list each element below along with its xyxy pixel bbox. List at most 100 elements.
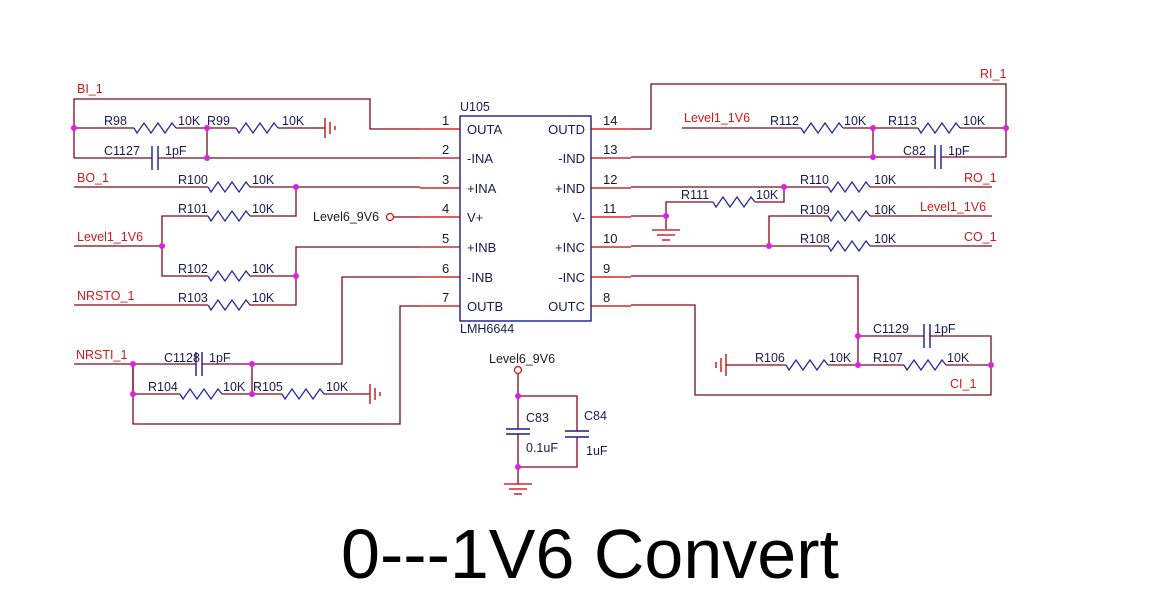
pin-number: 7: [442, 290, 449, 305]
ic-part: LMH6644: [460, 322, 514, 336]
ref-c83: C83: [526, 411, 549, 425]
ref-c84: C84: [584, 409, 607, 423]
pin-number: 4: [442, 201, 449, 216]
value-r104: 10K: [223, 380, 246, 394]
pin-name: OUTB: [467, 299, 503, 314]
pin-number: 13: [603, 142, 617, 157]
value-r110: 10K: [874, 173, 897, 187]
value-c1128: 1pF: [209, 351, 231, 365]
ref-r101: R101: [178, 202, 208, 216]
net-label-nrsto-1: NRSTO_1: [77, 289, 134, 303]
resistor-r108: [827, 239, 871, 253]
capacitor-c1127: [151, 146, 159, 170]
pin-number: 12: [603, 172, 617, 187]
value-r98: 10K: [178, 114, 201, 128]
ref-r99: R99: [207, 114, 230, 128]
value-r112: 10K: [844, 114, 867, 128]
junction-dot: [1003, 125, 1009, 131]
resistor-r101: [207, 209, 251, 223]
junction-dot: [988, 362, 994, 368]
value-r107: 10K: [947, 351, 970, 365]
power-port-icon: [385, 212, 395, 222]
resistor-r98: [133, 121, 177, 135]
amp-c-network: C1129 1pF R106 10K R107 10K CI_1: [631, 275, 994, 396]
capacitor-c1128: [195, 352, 203, 376]
ref-r109: R109: [800, 203, 830, 217]
value-r113: 10K: [963, 114, 986, 128]
net-label-co-1: CO_1: [964, 230, 997, 244]
junction-dot: [249, 391, 255, 397]
resistor-r106: [785, 358, 829, 372]
value-r100: 10K: [252, 173, 275, 187]
value-r102: 10K: [252, 262, 275, 276]
resistor-r111: [712, 195, 756, 209]
ref-c82: C82: [903, 144, 926, 158]
net-label-nrsti-1: NRSTI_1: [76, 348, 127, 362]
resistor-r112: [800, 121, 844, 135]
value-r99: 10K: [282, 114, 305, 128]
pin-number: 5: [442, 231, 449, 246]
ref-r107: R107: [873, 351, 903, 365]
resistor-r105: [281, 387, 325, 401]
junction-dot: [766, 243, 772, 249]
ic-u105: U105 LMH6644: [459, 100, 592, 336]
ic-left-pins: 1 2 3 4 5 6 7 OUTA -INA +INA V+ +INB -IN…: [420, 113, 503, 314]
junction-dot: [130, 361, 136, 367]
ref-r104: R104: [148, 380, 178, 394]
net-label-level1-1v6: Level1_1V6: [920, 200, 986, 214]
value-r101: 10K: [252, 202, 275, 216]
junction-dot: [204, 155, 210, 161]
net-label-ci-1: CI_1: [950, 377, 976, 391]
ground-icon: [652, 229, 680, 241]
ref-r102: R102: [178, 262, 208, 276]
ref-r105: R105: [253, 380, 283, 394]
ref-r111: R111: [681, 188, 709, 202]
ic-ref: U105: [460, 100, 490, 114]
amp-d-network: RI_1 Level1_1V6 R112 10K R113 10K C82 1p…: [631, 67, 1009, 169]
junction-dot: [249, 361, 255, 367]
resistor-r100: [207, 180, 251, 194]
ic-body: [459, 115, 592, 322]
pin-name: OUTC: [548, 299, 585, 314]
pin-name: -IND: [558, 151, 585, 166]
power-label: Level6_9V6: [489, 352, 555, 366]
value-r109: 10K: [874, 203, 897, 217]
ref-r110: R110: [800, 173, 829, 187]
junction-dot: [293, 273, 299, 279]
resistor-r103: [207, 298, 251, 312]
pin-number: 14: [603, 113, 617, 128]
power-label: Level6_9V6: [313, 210, 379, 224]
ref-r108: R108: [800, 232, 830, 246]
vplus-power-port: Level6_9V6: [313, 210, 420, 224]
pin-name: OUTD: [548, 122, 585, 137]
decoupling-network: Level6_9V6 C83 0.1uF C84 1uF: [489, 352, 608, 495]
ground-icon: [369, 384, 381, 404]
resistor-r109: [827, 209, 871, 223]
pin-number: 6: [442, 261, 449, 276]
value-c1129: 1pF: [934, 322, 956, 336]
resistor-r102: [207, 269, 251, 283]
resistor-r107: [903, 358, 947, 372]
ground-icon: [504, 483, 532, 495]
junction-dot: [159, 243, 165, 249]
junction-dot: [663, 213, 669, 219]
amp-b-network: NRSTI_1 C1128 1pF R104 10K R105 10K: [74, 276, 420, 425]
ref-r98: R98: [104, 114, 127, 128]
pin-number: 1: [442, 113, 449, 128]
amp-cd-input-network: R111 10K R110 10K R109 10K R108 10K RO_1…: [631, 171, 997, 253]
pin-number: 2: [442, 142, 449, 157]
ref-c1129: C1129: [873, 322, 909, 336]
junction-dot: [515, 393, 521, 399]
net-label-ri-1: RI_1: [980, 67, 1006, 81]
junction-dot: [781, 184, 787, 190]
diagram-title: 0---1V6 Convert: [341, 515, 839, 593]
value-c83: 0.1uF: [526, 441, 558, 455]
net-label-level1-1v6: Level1_1V6: [684, 111, 750, 125]
ref-r113: R113: [888, 114, 917, 128]
ground-icon: [324, 118, 336, 138]
resistor-r110: [827, 180, 871, 194]
ic-right-pins: 14 13 12 11 10 9 8 OUTD -IND +IND V- +IN…: [548, 113, 631, 314]
junction-dot: [855, 362, 861, 368]
pin-number: 10: [603, 231, 617, 246]
